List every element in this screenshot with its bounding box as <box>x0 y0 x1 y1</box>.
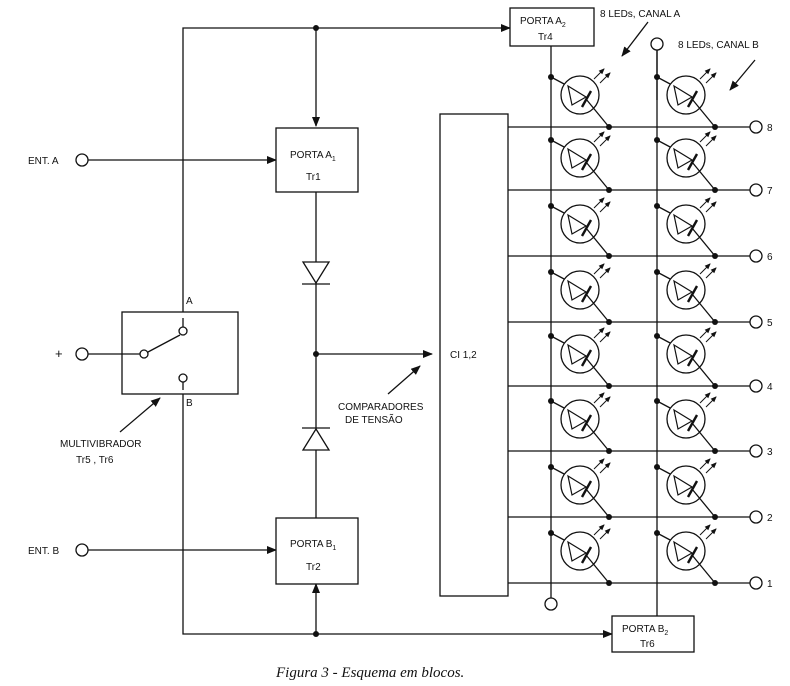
output-terminal <box>749 576 763 590</box>
diode-upper <box>301 261 331 285</box>
porta-a1-label: PORTA A1 <box>290 150 336 163</box>
ci-box <box>439 113 509 597</box>
switch-contact-a <box>178 326 188 336</box>
comparadores-label-2: DE TENSÃO <box>345 413 403 426</box>
switch-b-label: B <box>186 398 193 409</box>
porta-b2-tr: Tr6 <box>640 639 655 650</box>
ent-a-terminal <box>75 153 89 167</box>
comparadores-label: COMPARADORES <box>338 402 424 413</box>
porta-b2-label: PORTA B2 <box>622 624 668 637</box>
output-label: 6 <box>767 252 773 263</box>
output-label: 7 <box>767 186 773 197</box>
porta-a1-tr: Tr1 <box>306 172 321 183</box>
output-terminal <box>749 249 763 263</box>
diode-lower <box>301 427 331 451</box>
porta-b1-box <box>275 517 359 585</box>
ent-b-label: ENT. B <box>28 546 59 557</box>
top-bus-wire <box>182 27 500 318</box>
multivibrador-pointer <box>119 397 161 433</box>
switch-a-label: A <box>186 296 193 307</box>
led-matrix: 8 7 6 5 4 3 2 1 <box>508 37 773 616</box>
porta-a1-box <box>275 127 359 193</box>
output-terminal <box>749 379 763 393</box>
bottom-bus-wire <box>182 380 604 635</box>
ent-b-terminal <box>75 543 89 557</box>
multivibrador-tr-label: Tr5 , Tr6 <box>76 455 114 466</box>
output-terminal <box>749 315 763 329</box>
plus-terminal <box>75 347 89 361</box>
output-label: 4 <box>767 382 773 393</box>
switch-contact-b <box>178 373 188 383</box>
output-terminal <box>749 444 763 458</box>
plus-label: + <box>55 346 63 361</box>
multivibrador-box <box>121 311 239 395</box>
porta-b1-label: PORTA B1 <box>290 539 336 552</box>
leds-b-pointer <box>729 59 756 91</box>
column-a-bottom-terminal <box>544 597 558 611</box>
porta-a2-tr: Tr4 <box>538 32 553 43</box>
porta-a2-label: PORTA A2 <box>520 16 566 29</box>
ent-a-label: ENT. A <box>28 156 59 167</box>
ci-label: CI 1,2 <box>450 350 477 361</box>
output-label: 3 <box>767 447 773 458</box>
porta-b1-tr: Tr2 <box>306 562 321 573</box>
multivibrador-label: MULTIVIBRADOR <box>60 439 142 450</box>
output-label: 5 <box>767 318 773 329</box>
leds-b-label: 8 LEDs, CANAL B <box>678 40 759 51</box>
porta-a2-box <box>509 7 595 47</box>
output-terminal <box>749 183 763 197</box>
porta-b2-box <box>611 615 695 653</box>
output-label: 8 <box>767 123 773 134</box>
output-terminal <box>749 120 763 134</box>
comparadores-pointer <box>387 365 421 395</box>
figure-caption: Figura 3 - Esquema em blocos. <box>275 665 464 681</box>
leds-a-pointer <box>621 21 649 57</box>
column-b-top-terminal <box>650 37 664 51</box>
output-label: 2 <box>767 513 773 524</box>
leds-a-label: 8 LEDs, CANAL A <box>600 9 681 20</box>
output-label: 1 <box>767 579 773 590</box>
output-terminal <box>749 510 763 524</box>
